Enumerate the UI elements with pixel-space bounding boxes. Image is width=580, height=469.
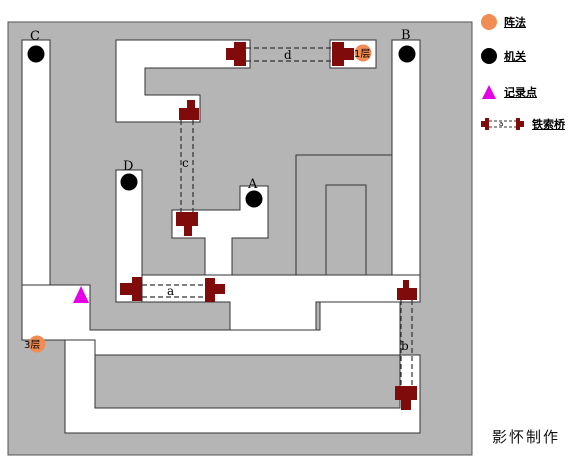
legend-save-point-label: 记录点 [504, 86, 537, 99]
bridge-label-b: b [401, 339, 409, 353]
corridor-upper-left [115, 39, 251, 123]
mechanism-c[interactable] [27, 45, 45, 63]
dungeon-map: C B D A a b c d 1层 3层 [7, 21, 473, 456]
legend-chain-bridge-label: 铁索桥 [532, 118, 565, 131]
inner-wall-outline [295, 154, 393, 276]
bridge-labels: a b c d [167, 48, 409, 353]
mechanisms [27, 45, 416, 208]
bridge-nodes [120, 42, 417, 410]
mechanism-b[interactable] [398, 45, 416, 63]
corridor-bottom-loop [64, 339, 421, 434]
label-a: A [247, 177, 258, 192]
legend-mechanism-label: 机关 [504, 50, 526, 63]
point-labels: C B D A [30, 28, 411, 192]
floor1-label: 1层 [354, 48, 370, 60]
bridge-node-a-right[interactable] [205, 278, 225, 302]
corridors [21, 39, 421, 434]
legend-formation-label: 阵法 [504, 16, 526, 29]
chain-bridge-sample-letter: a [499, 120, 503, 128]
label-c: C [30, 29, 40, 44]
save-point[interactable] [73, 286, 89, 303]
bridge-node-c-top[interactable] [179, 100, 199, 120]
label-b: B [401, 28, 411, 43]
inner-walls [295, 154, 393, 276]
inner-wall-right [325, 184, 367, 276]
chain-bridge-icon: a [481, 118, 524, 130]
floor-labels: 1层 3层 [24, 48, 370, 351]
corridor-middle [115, 274, 421, 331]
bridge-node-d-right[interactable] [332, 42, 354, 66]
bridge-label-a: a [167, 284, 174, 298]
bridge-node-c-bottom[interactable] [176, 212, 198, 236]
credit-text: 影怀制作 [492, 428, 561, 446]
bridge-node-d-left[interactable] [226, 42, 246, 66]
bridge-label-c: c [182, 156, 189, 170]
corridor-center [171, 185, 269, 276]
save-point-icon [482, 85, 496, 99]
floor3-label: 3层 [24, 339, 40, 351]
label-d: D [123, 159, 133, 174]
legend-save-point: 记录点 [480, 82, 537, 102]
legend-formation: 阵法 [480, 12, 526, 32]
corridor-right [391, 39, 421, 303]
bridge-node-a-left[interactable] [120, 277, 142, 301]
legend-chain-bridge: a 铁索桥 [480, 114, 565, 134]
bridge-node-b-top[interactable] [397, 280, 417, 300]
bridge-label-d: d [284, 48, 292, 62]
formation-floor3[interactable] [28, 335, 46, 353]
bridge-node-b-bottom[interactable] [395, 386, 417, 410]
formation-icon [481, 14, 497, 30]
mechanism-a[interactable] [245, 190, 263, 208]
mechanism-d[interactable] [120, 173, 138, 191]
chain-bridges [142, 47, 413, 386]
mechanism-icon [481, 48, 497, 64]
legend-mechanism: 机关 [480, 46, 526, 66]
formation-floor1[interactable] [354, 44, 372, 62]
